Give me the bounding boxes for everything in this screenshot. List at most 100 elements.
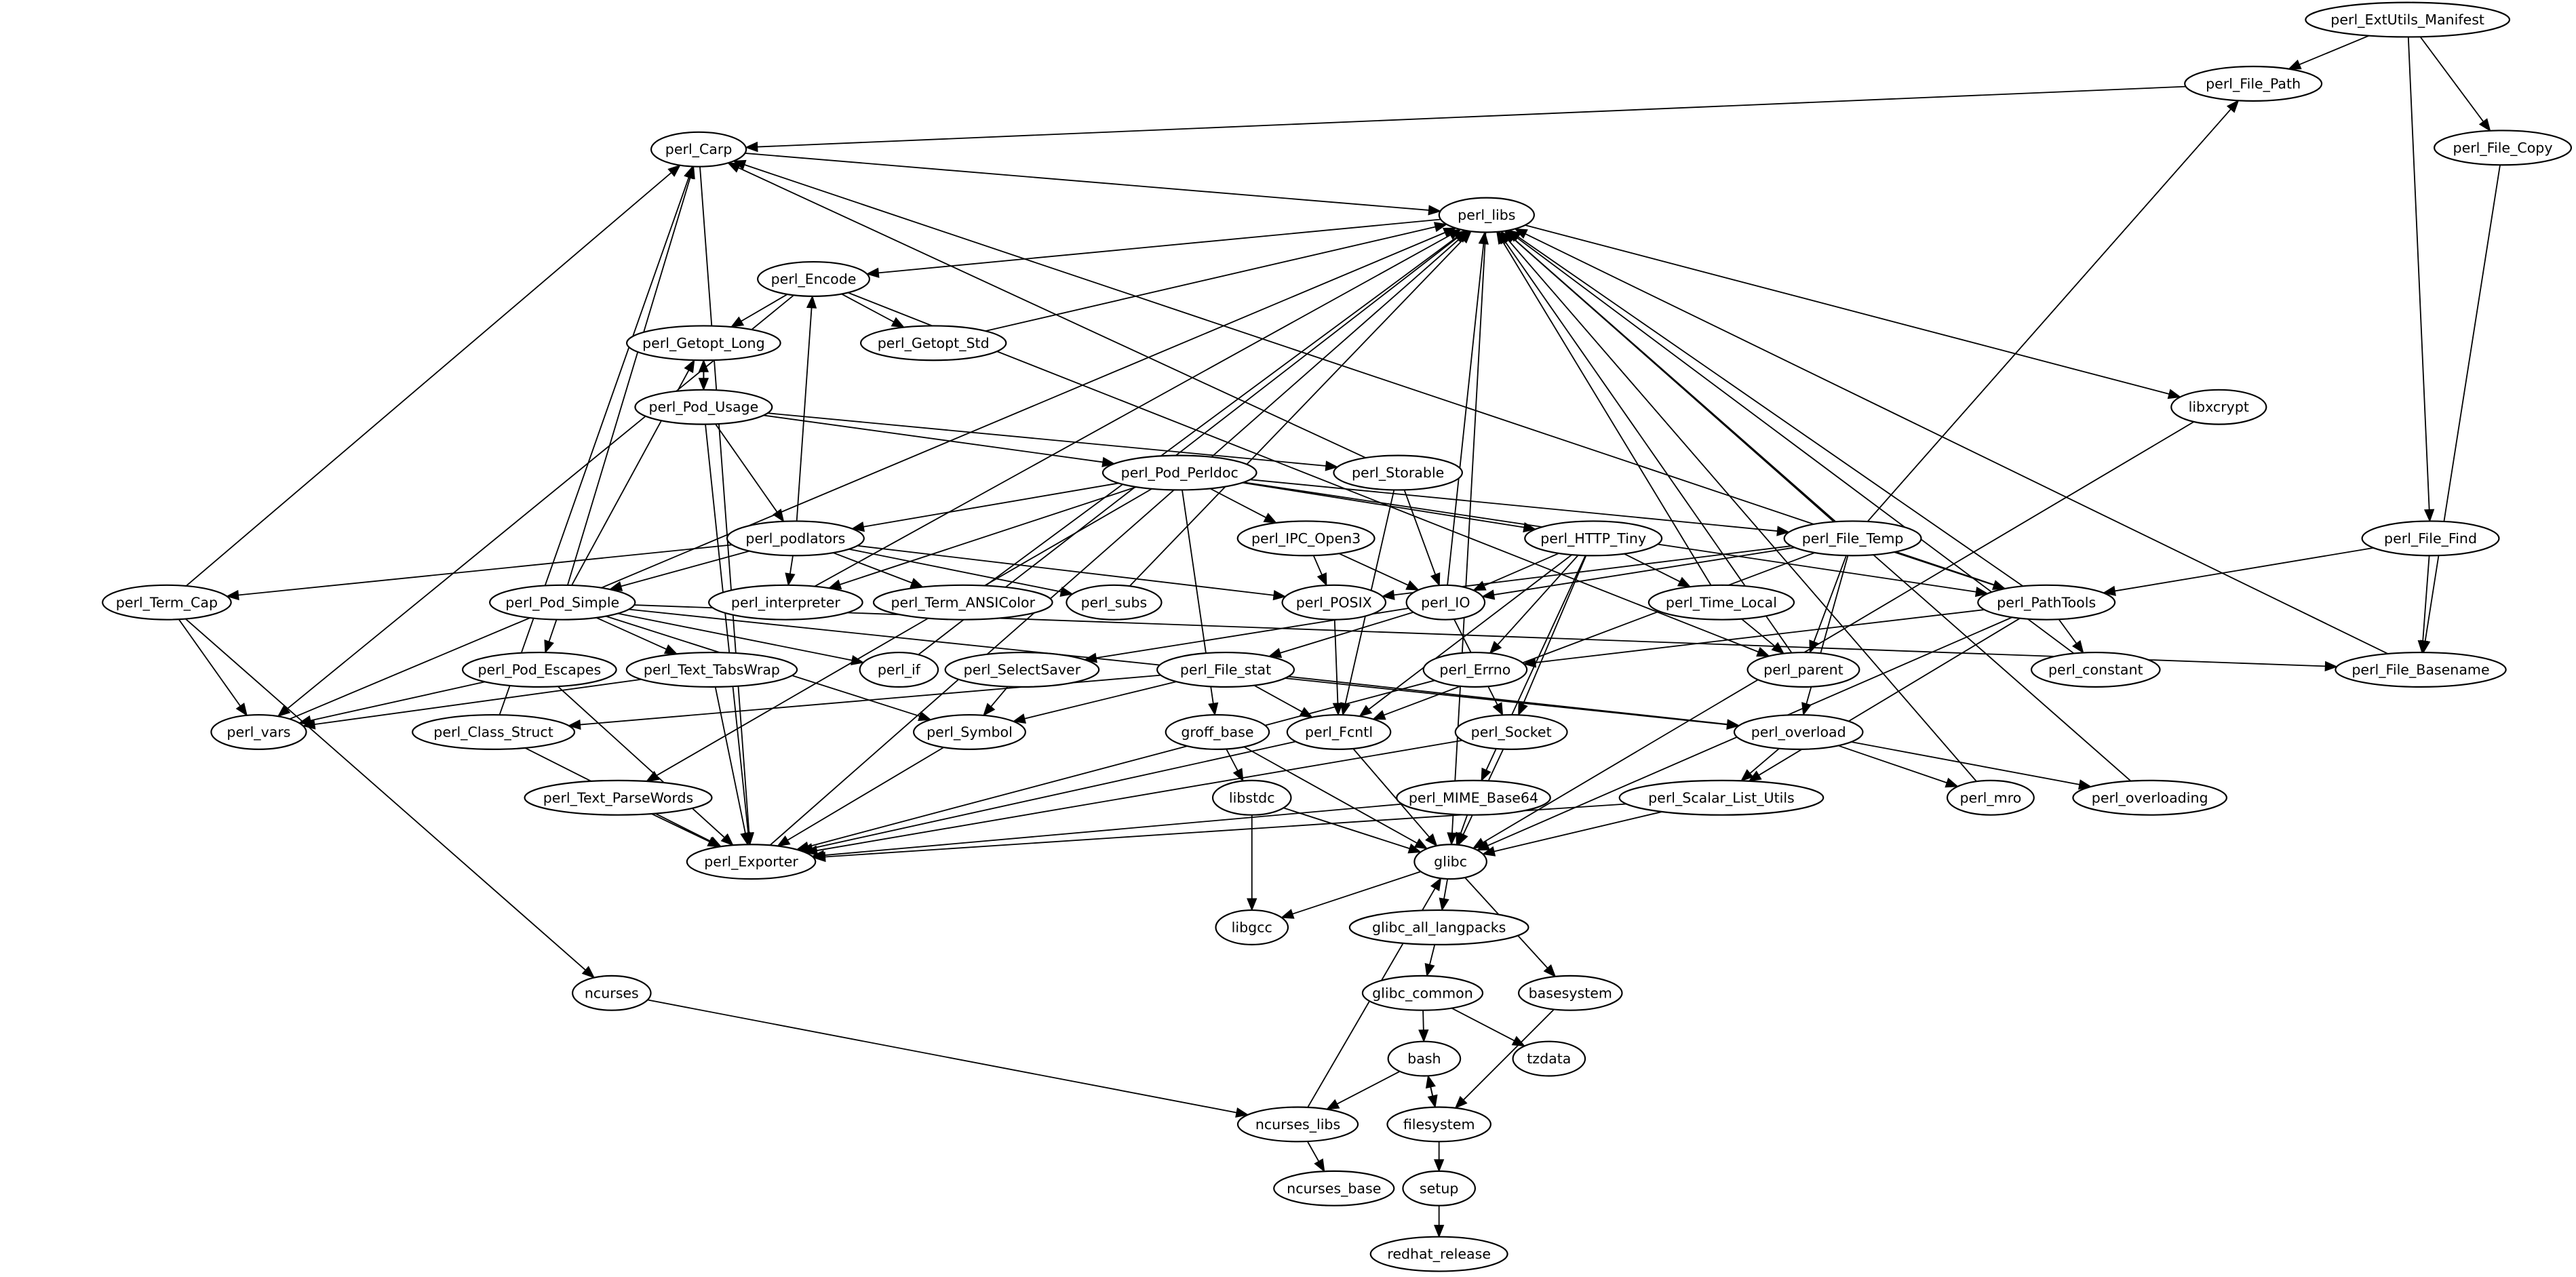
node-perl-file-stat[interactable] [1156, 651, 1295, 688]
node-filesystem[interactable] [1386, 1106, 1491, 1143]
node-perl-term-ansicolor[interactable] [872, 584, 1053, 621]
node-perl-errno[interactable] [1422, 651, 1528, 688]
node-perl-mime-base64[interactable] [1396, 779, 1551, 816]
edge-line [656, 488, 1152, 777]
node-perl-vars[interactable] [210, 713, 307, 750]
node-ncurses[interactable] [572, 975, 652, 1011]
node-perl-posix[interactable] [1281, 584, 1387, 621]
node-perl-storable[interactable] [1333, 454, 1464, 491]
node-perl-constant[interactable] [2030, 651, 2161, 688]
edge-perl_File_Basename-to-perl_libs [1514, 228, 2389, 654]
edge-groff_base-to-glibc [1243, 746, 1428, 850]
node-perl-http-tiny[interactable] [1524, 520, 1663, 557]
node-perl-term-cap[interactable] [102, 584, 232, 621]
edge-perl_File_Find-to-perl_PathTools [2102, 547, 2374, 596]
node-bash[interactable] [1387, 1040, 1462, 1077]
edge-line [310, 681, 486, 722]
node-label-group: perl_constant [2048, 661, 2143, 678]
node-perl-symbol[interactable] [912, 713, 1026, 750]
arrowhead-icon [663, 644, 678, 654]
edge-line [1463, 1008, 1555, 1101]
node-glibc[interactable] [1413, 844, 1487, 880]
edge-perl_File_stat-to-perl_overload [1288, 675, 1740, 730]
node-libxcrypt[interactable] [2170, 389, 2267, 425]
node-shape [860, 325, 1007, 361]
node-perl-file-basename[interactable] [2335, 651, 2507, 688]
node-shape [572, 975, 652, 1011]
node-label: perl_File_Copy [2453, 140, 2553, 157]
node-perl-pod-escapes[interactable] [461, 651, 617, 688]
node-perl-selectsaver[interactable] [944, 651, 1100, 688]
node-label-group: perl_ExtUtils_Manifest [2330, 12, 2484, 28]
node-shape [412, 713, 576, 750]
edge-line [814, 234, 1451, 587]
node-perl-class-struct[interactable] [412, 713, 576, 750]
node-glibc-all-langpacks[interactable] [1348, 909, 1529, 945]
node-basesystem[interactable] [1517, 975, 1623, 1011]
node-label: glibc_common [1372, 985, 1473, 1002]
node-perl-file-copy[interactable] [2434, 130, 2573, 166]
node-perl-file-path[interactable] [2184, 65, 2323, 102]
node-label: basesystem [1529, 985, 1612, 1001]
node-perl-pod-perldoc[interactable] [1101, 454, 1257, 491]
edge-perl_constant-to-perl_libs [1506, 229, 2075, 654]
edge-line [1460, 814, 1468, 834]
edge-perl_Pod_Simple-to-perl_Pod_Escapes [544, 619, 558, 654]
node-ncurses-libs[interactable] [1236, 1106, 1359, 1143]
node-ncurses-base[interactable] [1273, 1170, 1395, 1206]
edge-perl_IPC_Open3-to-perl_IO [1338, 553, 1420, 591]
node-perl-interpreter[interactable] [708, 584, 863, 621]
edge-line [863, 482, 1119, 528]
node-perl-encode[interactable] [757, 260, 871, 297]
node-perl-file-find[interactable] [2361, 520, 2500, 557]
arrowhead-icon [1359, 705, 1373, 718]
node-perl-text-parsewords[interactable] [524, 779, 713, 816]
node-perl-text-tabswrap[interactable] [625, 651, 798, 688]
edge-perl_Encode-to-perl_parent [847, 292, 1770, 657]
node-perl-overloading[interactable] [2072, 779, 2228, 816]
node-tzdata[interactable] [1512, 1040, 1586, 1077]
node-perl-extutils-manifest[interactable] [2305, 1, 2511, 38]
node-label-group: perl_Getopt_Std [878, 335, 990, 352]
node-perl-pathtools[interactable] [1977, 584, 2116, 621]
node-perl-if[interactable] [859, 651, 939, 688]
edge-line [715, 423, 778, 513]
node-glibc-common[interactable] [1361, 975, 1484, 1011]
node-libgcc[interactable] [1215, 909, 1289, 945]
arrowhead-icon [1381, 589, 1395, 600]
node-perl-subs[interactable] [1066, 584, 1163, 621]
edge-line [596, 616, 667, 650]
node-perl-libs[interactable] [1438, 197, 1536, 233]
edge-line [808, 680, 1435, 848]
node-label-group: perl_Errno [1439, 661, 1510, 678]
node-perl-scalar-list-utils[interactable] [1618, 779, 1824, 816]
node-perl-podlators[interactable] [726, 520, 865, 557]
node-label-group: perl_Getopt_Long [642, 335, 765, 352]
node-perl-socket[interactable] [1454, 713, 1568, 750]
node-perl-pod-simple[interactable] [489, 584, 636, 621]
node-perl-carp[interactable] [650, 131, 747, 168]
node-perl-mro[interactable] [1946, 779, 2035, 816]
node-perl-io[interactable] [1405, 584, 1486, 621]
node-perl-getopt-std[interactable] [860, 325, 1007, 361]
node-perl-overload[interactable] [1733, 713, 1864, 750]
node-label-group: perl_Encode [771, 271, 857, 288]
node-shape [1286, 713, 1392, 750]
node-groff-base[interactable] [1165, 713, 1270, 750]
node-perl-fcntl[interactable] [1286, 713, 1392, 750]
node-label-group: glibc [1434, 854, 1467, 870]
node-perl-ipc-open3[interactable] [1236, 520, 1375, 557]
node-perl-getopt-long[interactable] [626, 325, 781, 361]
node-perl-file-temp[interactable] [1783, 520, 1922, 557]
node-label-group: perl_podlators [745, 530, 845, 547]
node-shape [1156, 651, 1295, 688]
edge-perl_MIME_Base64-to-glibc [1456, 814, 1468, 846]
node-libstdc[interactable] [1211, 779, 1292, 816]
edge-line [1525, 224, 2170, 395]
node-perl-time-local[interactable] [1647, 584, 1795, 621]
node-setup[interactable] [1402, 1170, 1477, 1206]
node-redhat-release[interactable] [1369, 1236, 1508, 1272]
node-perl-exporter[interactable] [686, 844, 817, 880]
node-perl-pod-usage[interactable] [634, 389, 773, 425]
node-perl-parent[interactable] [1746, 651, 1860, 688]
